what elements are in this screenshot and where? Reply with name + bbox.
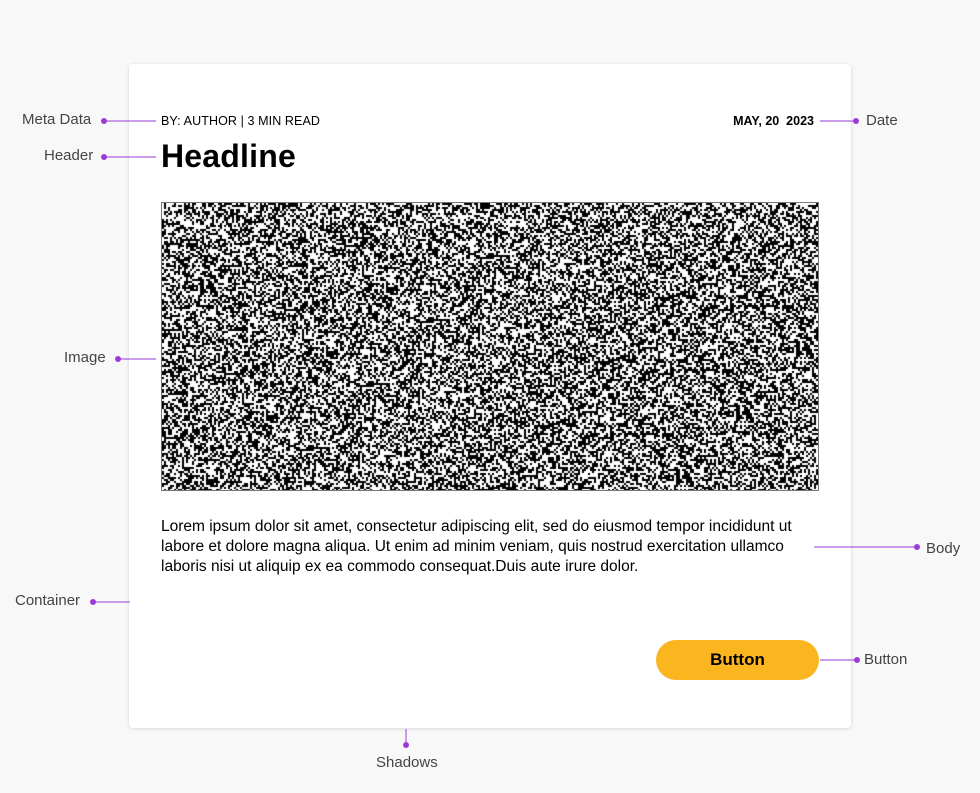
- image-placeholder: [161, 202, 819, 491]
- card-container: BY: AUTHOR | 3 MIN READ MAY, 20 2023 Hea…: [129, 64, 851, 728]
- publish-date: MAY, 20 2023: [733, 114, 814, 128]
- annotation-body: Body: [926, 540, 961, 557]
- annotation-header: Header: [44, 147, 94, 164]
- body-text: Lorem ipsum dolor sit amet, consectetur …: [161, 518, 792, 575]
- body-pointer-dot: [914, 544, 920, 550]
- primary-button[interactable]: Button: [656, 640, 819, 680]
- annotation-meta-data: Meta Data: [22, 111, 92, 128]
- image-pointer-dot: [115, 356, 121, 362]
- button-pointer-dot: [854, 657, 860, 663]
- meta-data-pointer-dot: [101, 118, 107, 124]
- annotation-date: Date: [866, 112, 898, 129]
- annotation-image: Image: [64, 349, 106, 366]
- container-pointer-dot: [90, 599, 96, 605]
- annotation-button: Button: [864, 651, 908, 668]
- headline: Headline: [161, 138, 296, 174]
- shadows-pointer-dot: [403, 742, 409, 748]
- annotation-container: Container: [15, 592, 81, 609]
- noise-image: [162, 203, 818, 490]
- date-pointer-dot: [853, 118, 859, 124]
- meta-data: BY: AUTHOR | 3 MIN READ: [161, 114, 321, 128]
- annotation-shadows: Shadows: [376, 754, 438, 771]
- header-pointer-dot: [101, 154, 107, 160]
